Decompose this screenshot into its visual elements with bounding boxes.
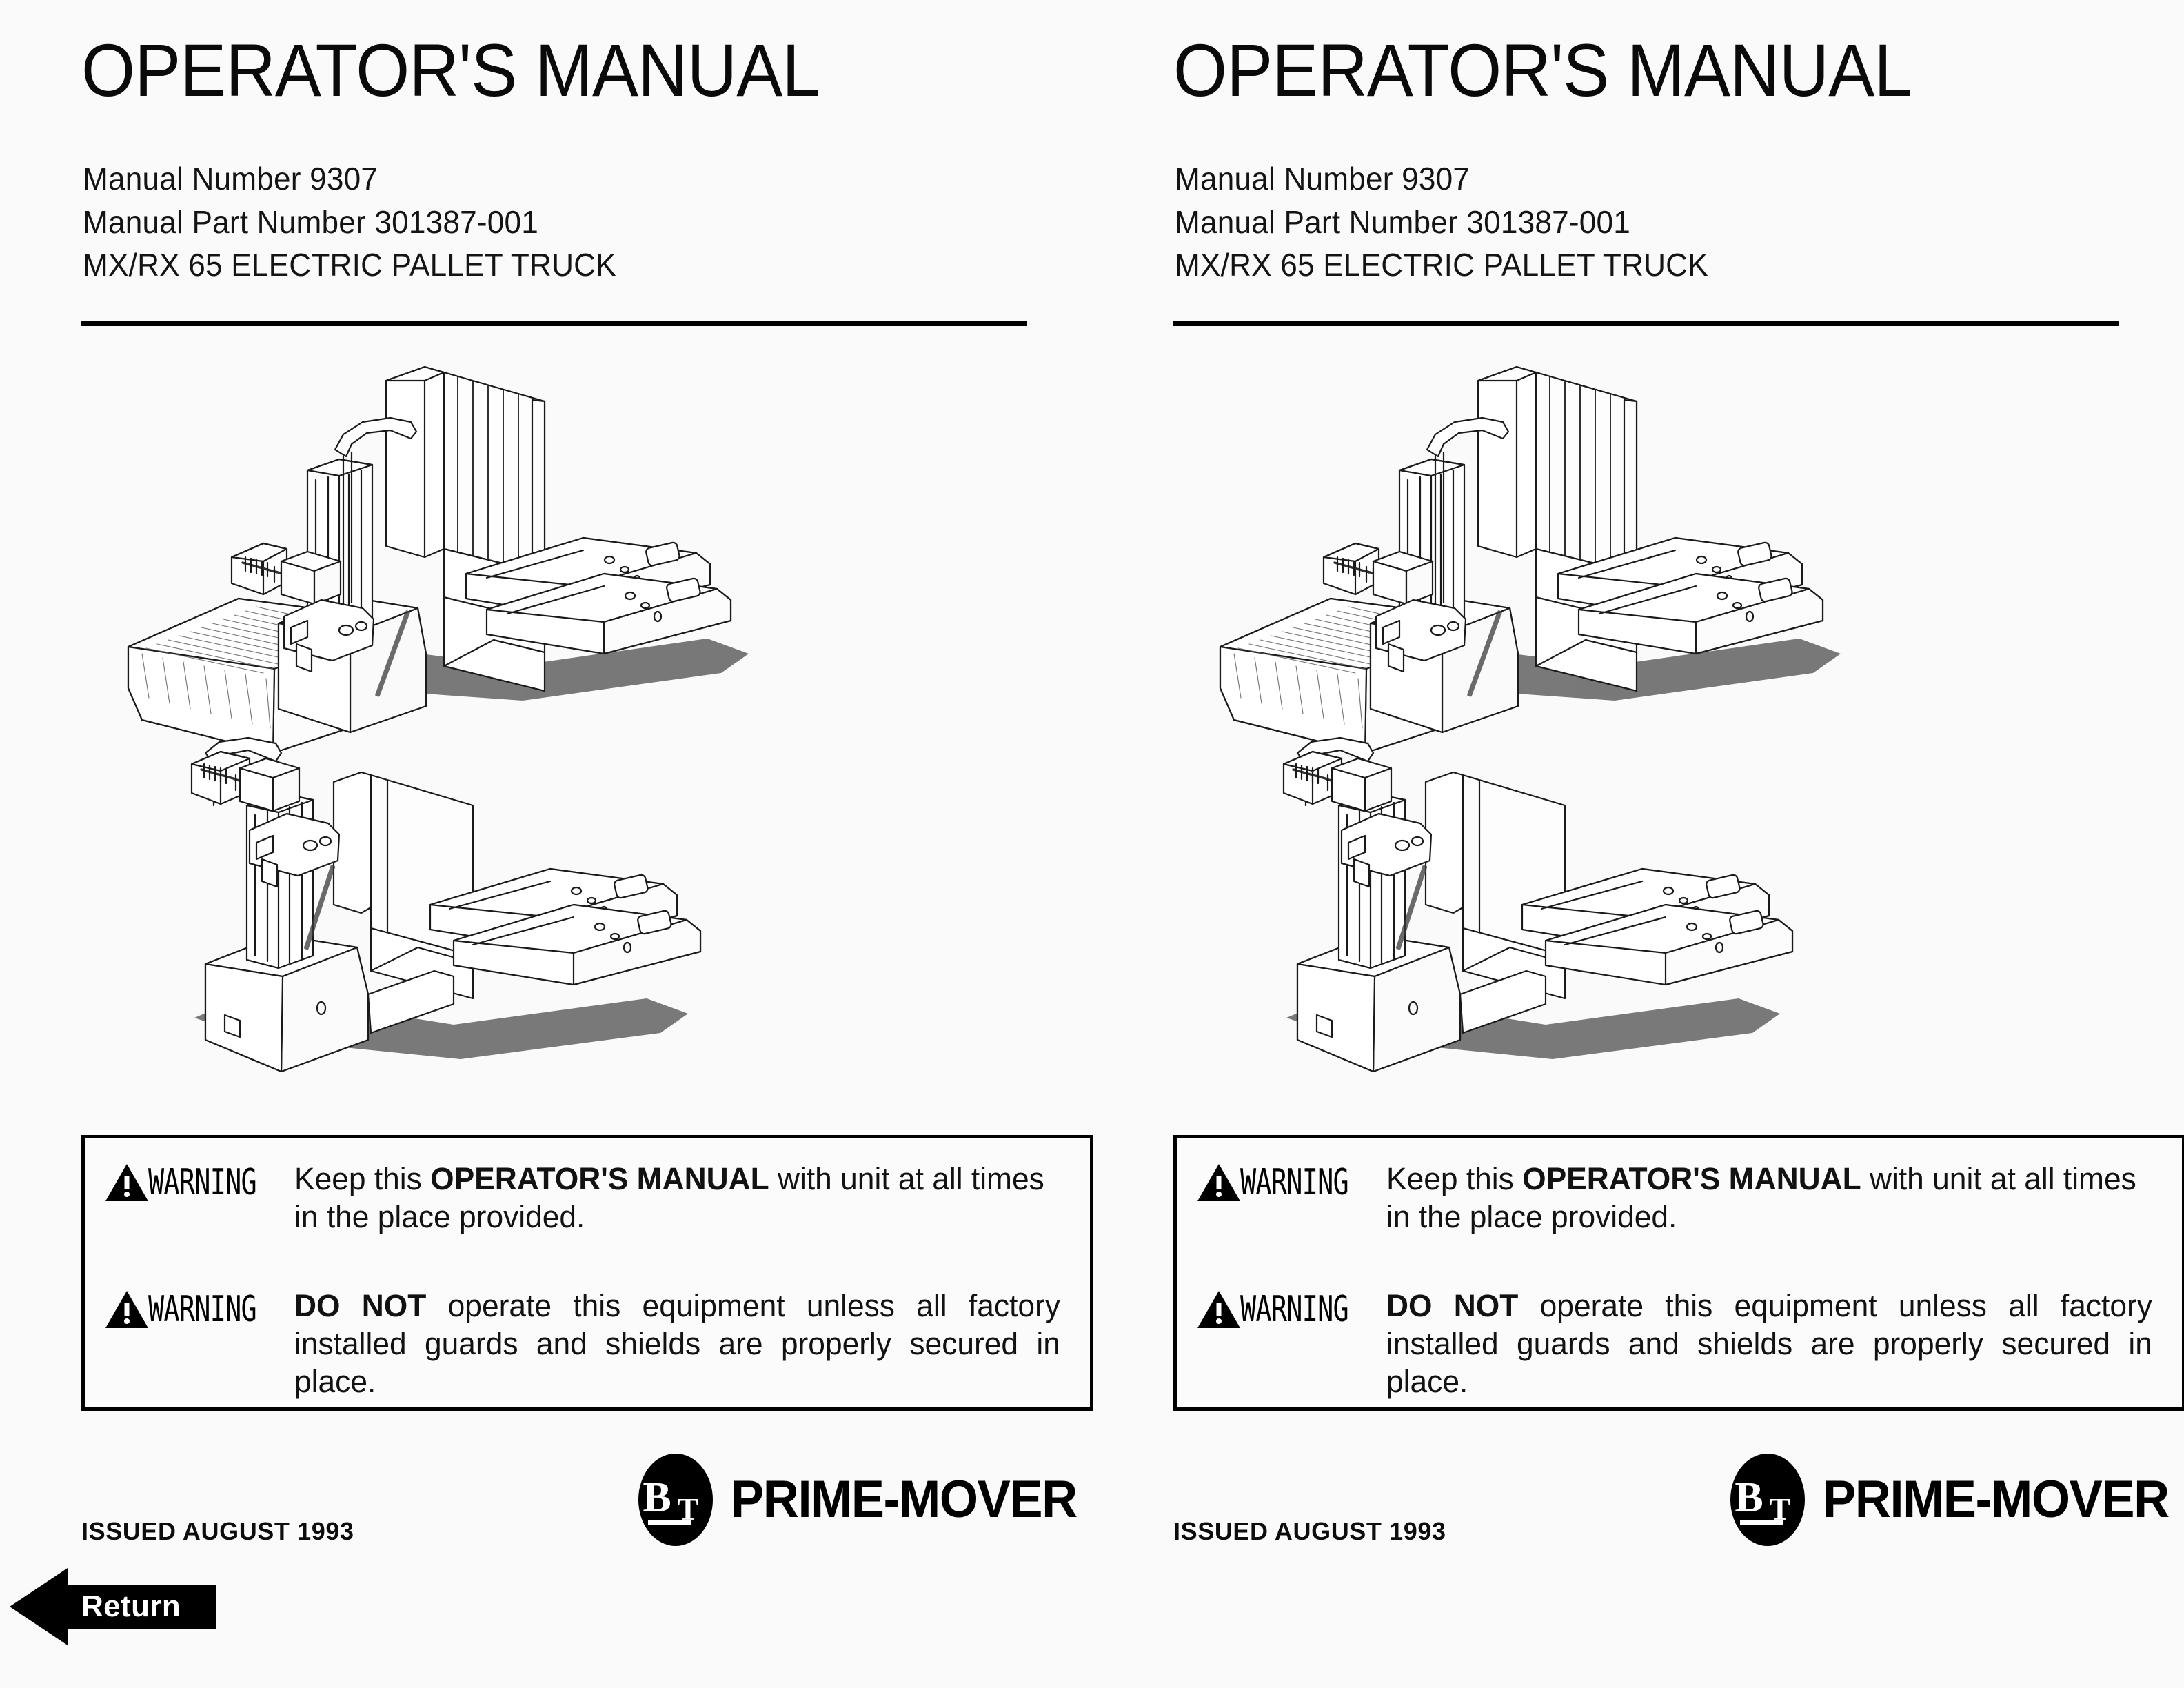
brand-logo: B T PRIME-MOVER <box>1730 1454 2184 1546</box>
left-arrow-icon <box>10 1568 216 1645</box>
issued-date: ISSUED AUGUST 1993 <box>1173 1517 1446 1545</box>
warning-flag: WARNING <box>104 1160 294 1203</box>
illustrations-group <box>1173 345 2184 1110</box>
warning-triangle-icon <box>104 1163 150 1203</box>
illustrations-group <box>81 345 1095 1110</box>
manual-part-number-line: Manual Part Number 301387-001 <box>1175 203 1631 240</box>
walkie-pallet-truck-illustration <box>190 736 702 1073</box>
warning-text-pre: Keep this <box>1386 1161 1523 1196</box>
page-title: OPERATOR'S MANUAL <box>1173 28 1912 112</box>
manual-part-number-line: Manual Part Number 301387-001 <box>83 203 539 240</box>
warning-flag: WARNING <box>104 1287 294 1330</box>
warning-row-manual: WARNING Keep this OPERATOR'S MANUAL with… <box>104 1160 1072 1236</box>
warning-text-guards: DO NOT operate this equipment unless all… <box>1386 1287 2152 1401</box>
warning-text-manual: Keep this OPERATOR'S MANUAL with unit at… <box>1386 1160 2152 1236</box>
header-divider-rule <box>81 321 1027 326</box>
warning-row-guards: WARNING DO NOT operate this equipment un… <box>1196 1287 2164 1401</box>
panel-right: OPERATOR'S MANUAL Manual Number 9307 Man… <box>1092 0 2184 1688</box>
warning-text-post: operate this equipment unless all factor… <box>1386 1287 2153 1399</box>
brand-logo: B T PRIME-MOVER <box>638 1454 1095 1546</box>
manual-number-line: Manual Number 9307 <box>1175 161 1470 197</box>
warning-text-post: with unit at all times in the place prov… <box>294 1161 1044 1234</box>
model-line: MX/RX 65 ELECTRIC PALLET TRUCK <box>1175 247 1708 283</box>
page-title: OPERATOR'S MANUAL <box>81 28 820 112</box>
bt-logo-icon: B T <box>1730 1454 1805 1546</box>
warning-text-emph: OPERATOR'S MANUAL <box>1522 1161 1861 1196</box>
brand-name: PRIME-MOVER <box>1822 1470 2170 1529</box>
warning-text-post: with unit at all times in the place prov… <box>1386 1161 2136 1234</box>
warning-text-emph: DO NOT <box>1386 1287 1519 1323</box>
warning-flag: WARNING <box>1196 1287 1386 1330</box>
warning-label: WARNING <box>148 1162 257 1203</box>
rider-pallet-truck-illustration <box>127 365 749 754</box>
brand-name: PRIME-MOVER <box>730 1470 1078 1529</box>
warning-triangle-icon <box>104 1289 150 1329</box>
warning-triangle-icon <box>1196 1289 1242 1329</box>
model-line: MX/RX 65 ELECTRIC PALLET TRUCK <box>83 247 616 283</box>
svg-text:B: B <box>1735 1474 1763 1521</box>
svg-text:B: B <box>643 1474 671 1521</box>
warning-text-pre: Keep this <box>294 1161 431 1196</box>
manual-number-line: Manual Number 9307 <box>83 161 378 197</box>
header-subtitles: Manual Number 9307 Manual Part Number 30… <box>1175 157 1708 287</box>
warning-text-manual: Keep this OPERATOR'S MANUAL with unit at… <box>294 1160 1060 1236</box>
warning-box: WARNING Keep this OPERATOR'S MANUAL with… <box>1173 1135 2184 1411</box>
warning-label: WARNING <box>1240 1162 1349 1203</box>
bt-logo-icon: B T <box>638 1454 713 1546</box>
panel-left: OPERATOR'S MANUAL Manual Number 9307 Man… <box>81 28 1095 1546</box>
warning-row-guards: WARNING DO NOT operate this equipment un… <box>104 1287 1072 1401</box>
warning-row-manual: WARNING Keep this OPERATOR'S MANUAL with… <box>1196 1160 2164 1236</box>
warning-text-guards: DO NOT operate this equipment unless all… <box>294 1287 1060 1401</box>
warning-label: WARNING <box>1240 1288 1349 1330</box>
walkie-pallet-truck-illustration <box>1282 736 1794 1073</box>
warning-text-emph: OPERATOR'S MANUAL <box>430 1161 769 1196</box>
header-subtitles: Manual Number 9307 Manual Part Number 30… <box>83 157 616 287</box>
return-button[interactable]: Return <box>10 1567 216 1647</box>
warning-label: WARNING <box>148 1288 257 1330</box>
warning-text-post: operate this equipment unless all factor… <box>294 1287 1061 1399</box>
warning-flag: WARNING <box>1196 1160 1386 1203</box>
warning-triangle-icon <box>1196 1163 1242 1203</box>
issued-date: ISSUED AUGUST 1993 <box>81 1517 354 1545</box>
rider-pallet-truck-illustration <box>1219 365 1841 754</box>
warning-box: WARNING Keep this OPERATOR'S MANUAL with… <box>81 1135 1093 1411</box>
header-divider-rule <box>1173 321 2119 326</box>
warning-text-emph: DO NOT <box>294 1287 427 1323</box>
